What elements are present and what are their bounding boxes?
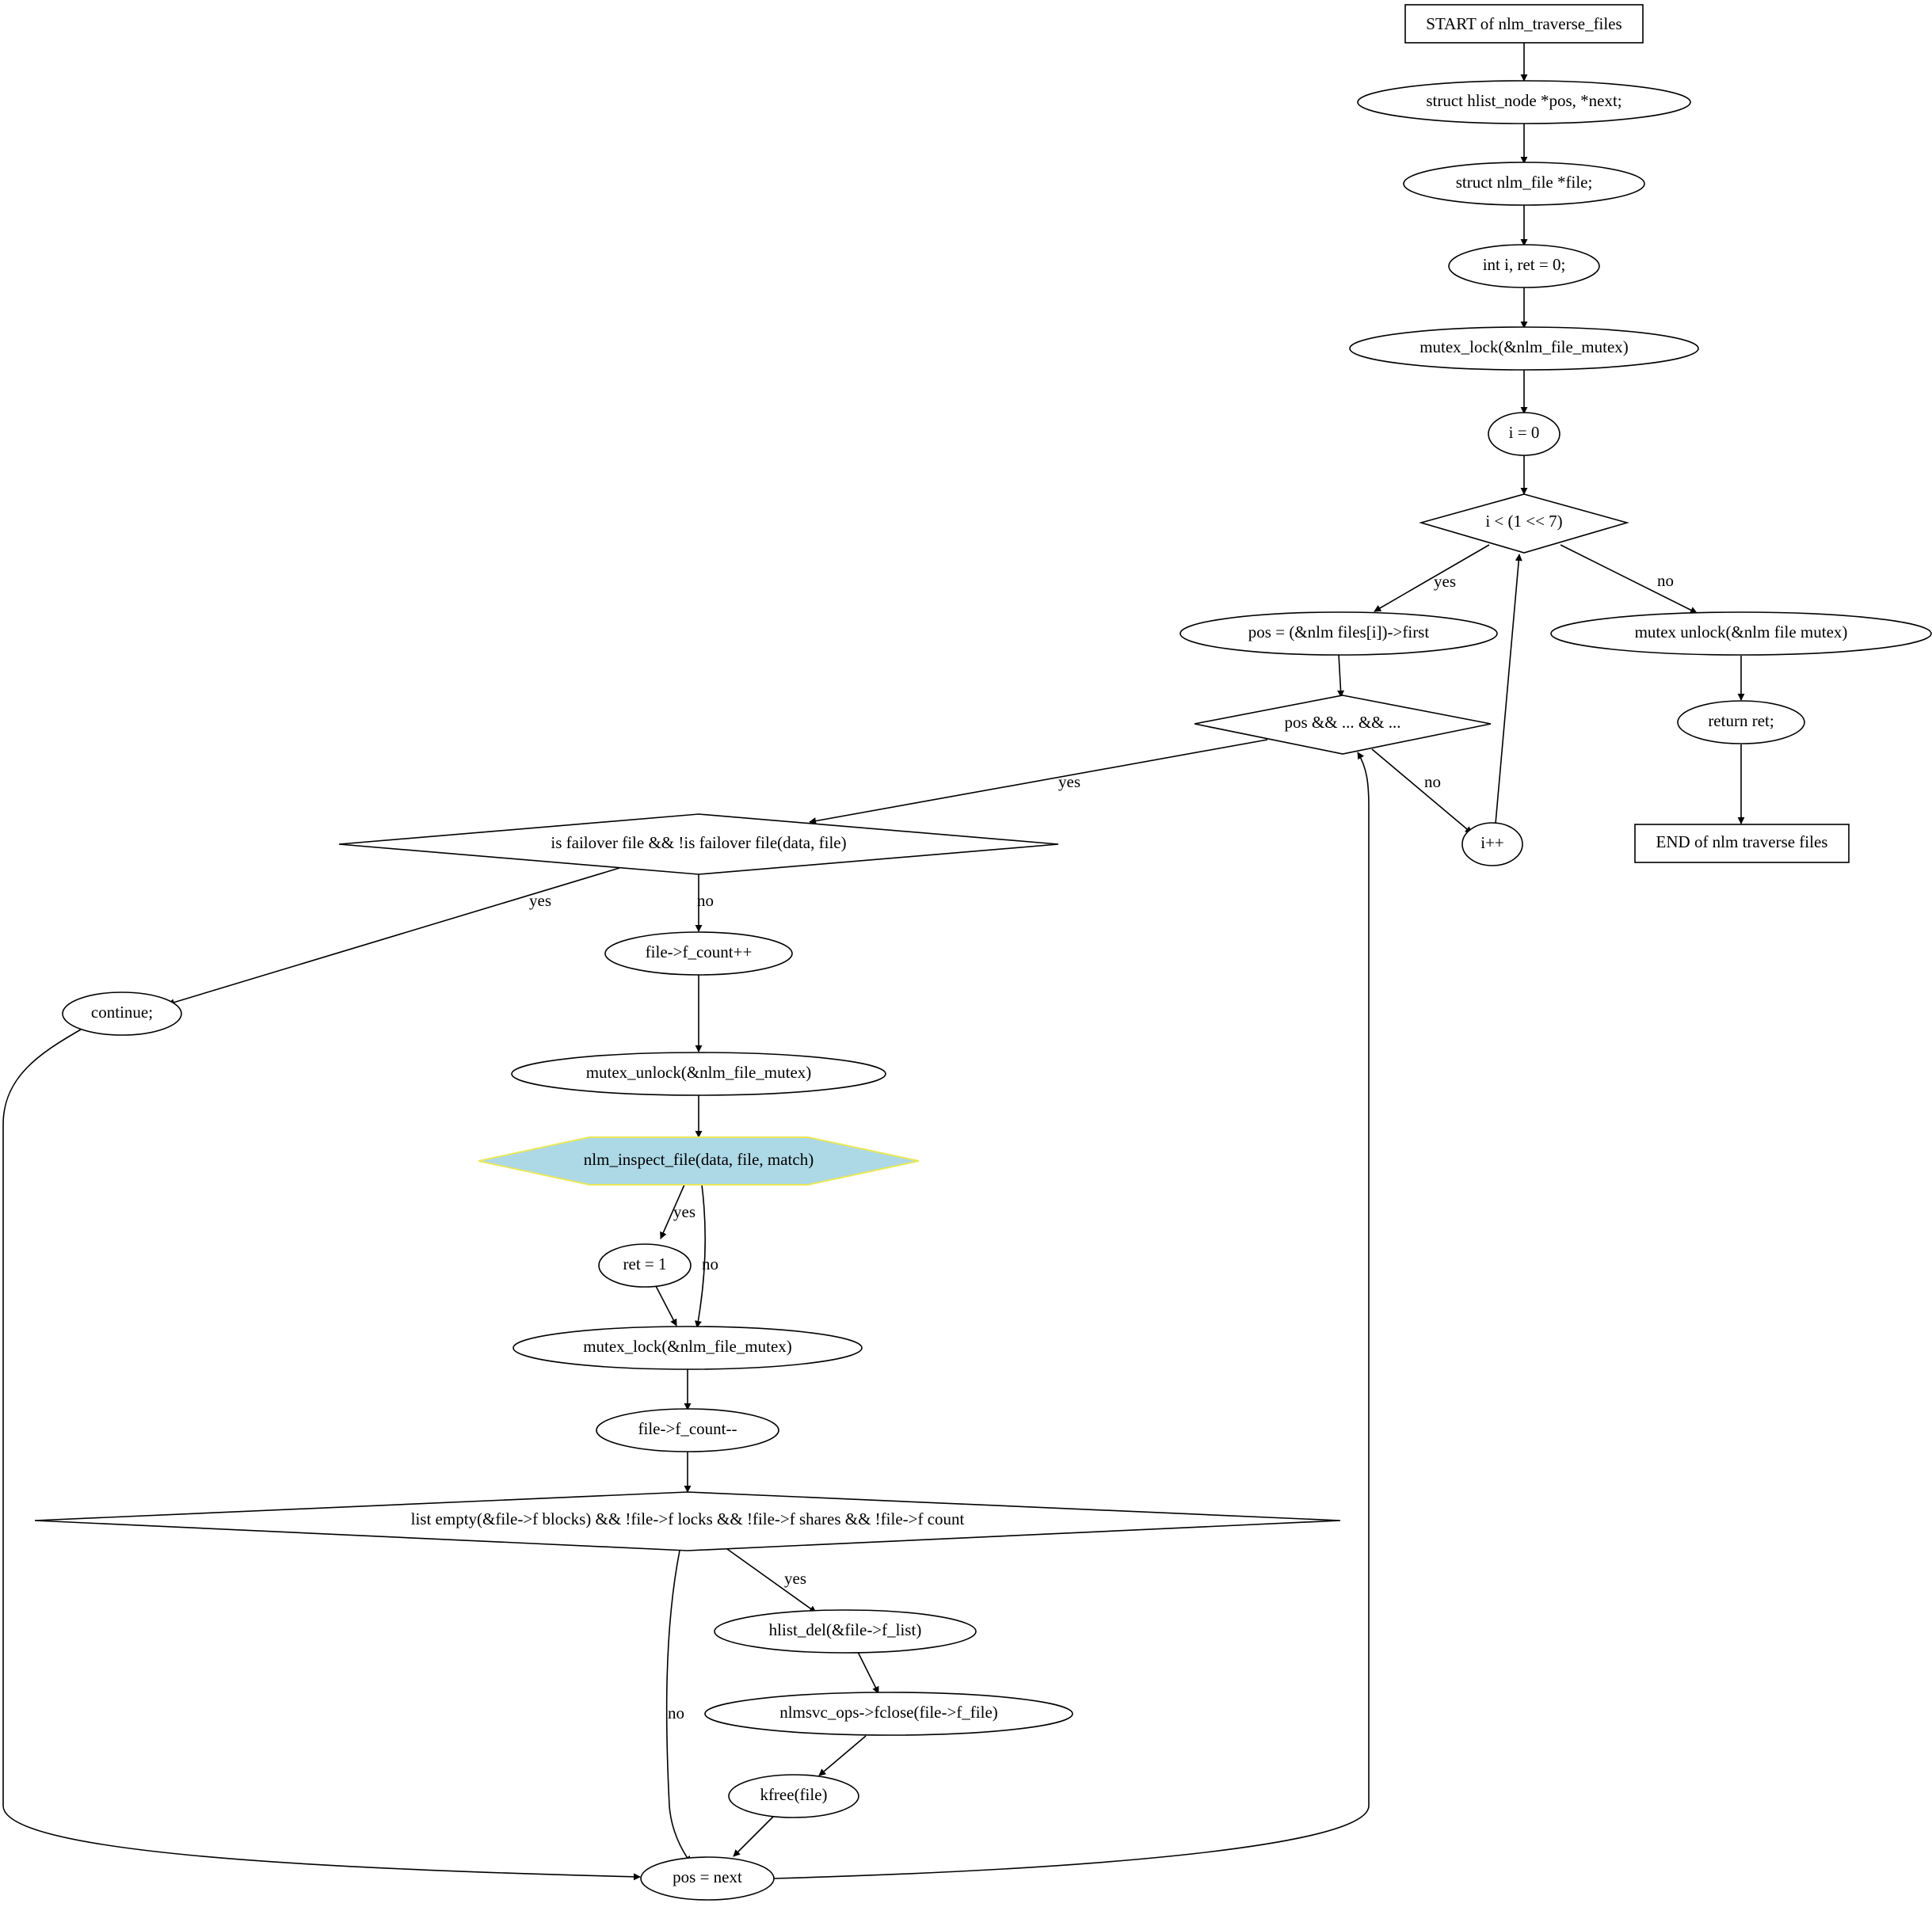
node-init-i[interactable]: i = 0 <box>1488 412 1560 456</box>
node-inspect-label: nlm_inspect_file(data, file, match) <box>584 1150 814 1169</box>
node-unlock-end-label: mutex unlock(&nlm file mutex) <box>1635 622 1848 641</box>
label-cond-failover-no: no <box>697 891 714 910</box>
node-pos-next-label: pos = next <box>673 1867 742 1886</box>
node-fclose-label: nlmsvc_ops->fclose(file->f_file) <box>779 1703 998 1722</box>
node-hlist-del[interactable]: hlist_del(&file->f_list) <box>714 1609 977 1654</box>
label-cond-i-yes: yes <box>1434 572 1456 591</box>
node-fclose[interactable]: nlmsvc_ops->fclose(file->f_file) <box>704 1692 1073 1736</box>
node-start[interactable]: START of nlm_traverse_files <box>1404 4 1644 44</box>
edge-inspect-yes <box>660 1184 685 1239</box>
node-cond-pos[interactable]: pos && ... && ... <box>1194 695 1492 755</box>
edge-fclose-to-kfree <box>818 1735 867 1776</box>
node-cond-empty-label: list empty(&file->f blocks) && !file->f … <box>411 1509 965 1528</box>
node-pos-first-label: pos = (&nlm files[i])->first <box>1248 622 1430 641</box>
node-lock2[interactable]: mutex_lock(&nlm_file_mutex) <box>513 1326 863 1370</box>
node-lock2-label: mutex_lock(&nlm_file_mutex) <box>583 1337 792 1356</box>
node-kfree-label: kfree(file) <box>760 1785 827 1804</box>
edge-cond-i-no <box>1560 544 1698 614</box>
node-continue-label: continue; <box>91 1003 153 1022</box>
edge-incr-to-cond-i <box>1495 554 1522 824</box>
edge-pos-first-to-cond-pos <box>1337 653 1345 698</box>
node-decl-file[interactable]: struct nlm_file *file; <box>1403 162 1645 206</box>
label-cond-empty-yes: yes <box>784 1569 806 1588</box>
node-cond-pos-label: pos && ... && ... <box>1284 713 1400 732</box>
edge-labels: yes no yes no yes no yes no yes no <box>529 571 1674 1722</box>
node-pos-first[interactable]: pos = (&nlm files[i])->first <box>1179 611 1498 656</box>
node-incr-i[interactable]: i++ <box>1461 822 1523 866</box>
node-start-label: START of nlm_traverse_files <box>1426 14 1621 33</box>
edge-cond-pos-yes <box>809 739 1268 824</box>
edges <box>2 43 1745 1881</box>
node-cond-i[interactable]: i < (1 << 7) <box>1419 493 1629 554</box>
label-cond-pos-no: no <box>1424 772 1441 791</box>
label-cond-empty-no: no <box>668 1703 684 1722</box>
node-init-i-label: i = 0 <box>1509 423 1540 442</box>
edge-hlist-to-fclose <box>857 1651 879 1694</box>
node-end[interactable]: END of nlm traverse files <box>1634 824 1850 863</box>
node-ret-one-label: ret = 1 <box>623 1254 667 1273</box>
node-decl-i[interactable]: int i, ret = 0; <box>1448 244 1600 288</box>
node-pos-next[interactable]: pos = next <box>640 1856 775 1901</box>
node-decl-pos-label: struct hlist_node *pos, *next; <box>1426 91 1621 110</box>
node-return-ret[interactable]: return ret; <box>1677 700 1805 744</box>
label-inspect-yes: yes <box>673 1202 695 1221</box>
edge-inspect-no <box>694 1184 707 1328</box>
nodes: START of nlm_traverse_files struct hlist… <box>34 4 1932 1901</box>
node-cond-failover[interactable]: is failover file && !is failover file(da… <box>338 813 1059 875</box>
node-return-ret-label: return ret; <box>1708 711 1774 730</box>
edge-kfree-to-pos-next <box>733 1816 774 1857</box>
edge-cond-i-yes <box>1374 544 1490 612</box>
node-fcount-dec[interactable]: file->f_count-- <box>596 1408 779 1452</box>
node-decl-i-label: int i, ret = 0; <box>1483 255 1566 274</box>
node-hlist-del-label: hlist_del(&file->f_list) <box>769 1620 922 1639</box>
label-cond-pos-yes: yes <box>1058 772 1080 791</box>
node-fcount-inc[interactable]: file->f_count++ <box>604 931 793 976</box>
label-cond-failover-yes: yes <box>529 891 551 910</box>
node-unlock-mid[interactable]: mutex_unlock(&nlm_file_mutex) <box>511 1052 886 1096</box>
node-cond-failover-label: is failover file && !is failover file(da… <box>551 833 846 852</box>
node-lock1-label: mutex_lock(&nlm_file_mutex) <box>1419 337 1629 356</box>
edge-cond-empty-no <box>665 1550 692 1863</box>
label-inspect-no: no <box>702 1254 718 1273</box>
node-incr-i-label: i++ <box>1480 833 1504 852</box>
node-cond-empty[interactable]: list empty(&file->f blocks) && !file->f … <box>34 1491 1341 1551</box>
edge-ret-to-lock2 <box>655 1285 677 1327</box>
edge-continue-to-pos-next <box>2 1029 641 1881</box>
node-cond-i-label: i < (1 << 7) <box>1485 512 1562 531</box>
edge-cond-pos-no <box>1371 748 1473 834</box>
edge-cond-empty-yes <box>726 1548 817 1613</box>
node-kfree[interactable]: kfree(file) <box>728 1774 859 1818</box>
edge-cond-failover-yes <box>167 867 620 1006</box>
node-continue[interactable]: continue; <box>62 992 182 1036</box>
edge-pos-next-to-cond-pos <box>772 752 1370 1879</box>
node-fcount-dec-label: file->f_count-- <box>638 1419 737 1438</box>
node-fcount-inc-label: file->f_count++ <box>646 942 753 961</box>
label-cond-i-no: no <box>1657 571 1674 590</box>
node-unlock-mid-label: mutex_unlock(&nlm_file_mutex) <box>586 1063 812 1082</box>
node-decl-pos[interactable]: struct hlist_node *pos, *next; <box>1357 80 1691 124</box>
node-unlock-end[interactable]: mutex unlock(&nlm file mutex) <box>1550 611 1932 656</box>
node-ret-one[interactable]: ret = 1 <box>598 1243 692 1288</box>
node-end-label: END of nlm traverse files <box>1656 832 1828 851</box>
node-inspect[interactable]: nlm_inspect_file(data, file, match) <box>478 1136 920 1186</box>
node-lock1[interactable]: mutex_lock(&nlm_file_mutex) <box>1349 326 1699 371</box>
node-decl-file-label: struct nlm_file *file; <box>1456 173 1593 192</box>
